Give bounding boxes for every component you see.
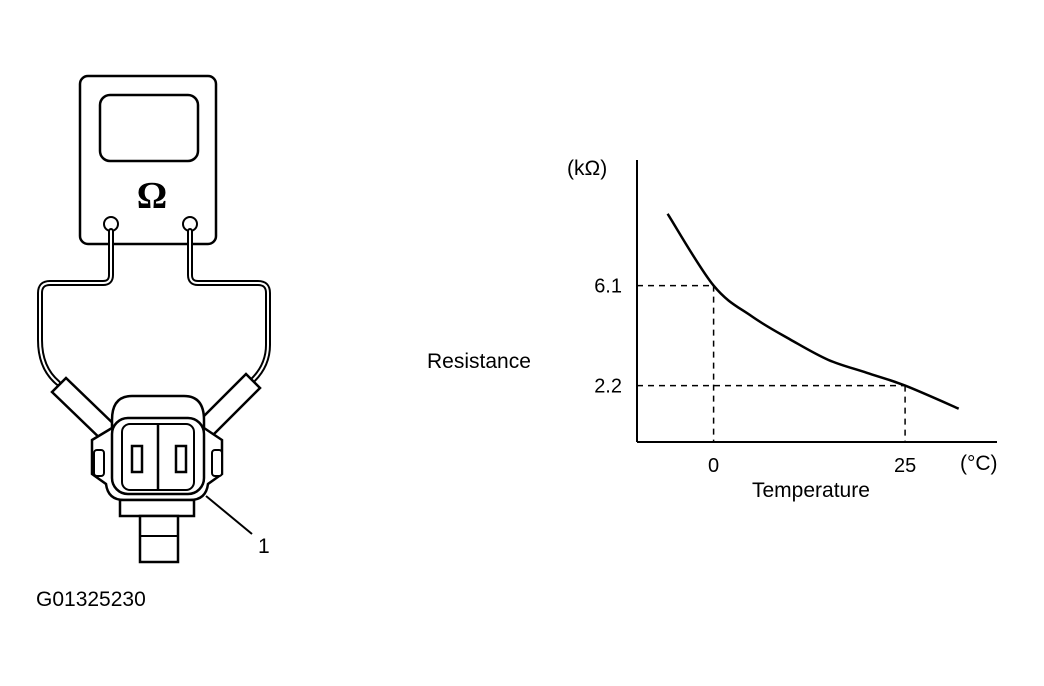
ohmmeter-display — [98, 93, 200, 163]
reference-lines — [637, 284, 906, 442]
figure-code: G01325230 — [36, 588, 146, 611]
sensor-connector — [90, 394, 224, 564]
connector-pin-left — [130, 444, 144, 474]
test-lead-left — [37, 228, 114, 386]
x-tick-label: 25 — [894, 455, 916, 477]
resistance-temperature-chart: (kΩ) (°C) 6.1 2.2 0 25 Resistance Temper… — [427, 157, 998, 502]
y-axis-unit: (kΩ) — [567, 157, 607, 180]
resistance-curve — [666, 213, 960, 410]
x-axis-unit: (°C) — [960, 452, 998, 475]
y-axis-title: Resistance — [427, 350, 531, 373]
ohmmeter-illustration: Ω — [37, 74, 271, 564]
test-lead-right — [187, 228, 271, 383]
ohm-symbol: Ω — [137, 175, 167, 217]
connector-pin-right — [174, 444, 188, 474]
x-axis-title: Temperature — [752, 479, 870, 502]
callout-number: 1 — [258, 535, 270, 558]
x-tick-label: 0 — [708, 455, 719, 477]
callout-leader — [205, 495, 253, 535]
y-tick-label: 6.1 — [594, 276, 622, 298]
y-tick-label: 2.2 — [594, 376, 622, 398]
